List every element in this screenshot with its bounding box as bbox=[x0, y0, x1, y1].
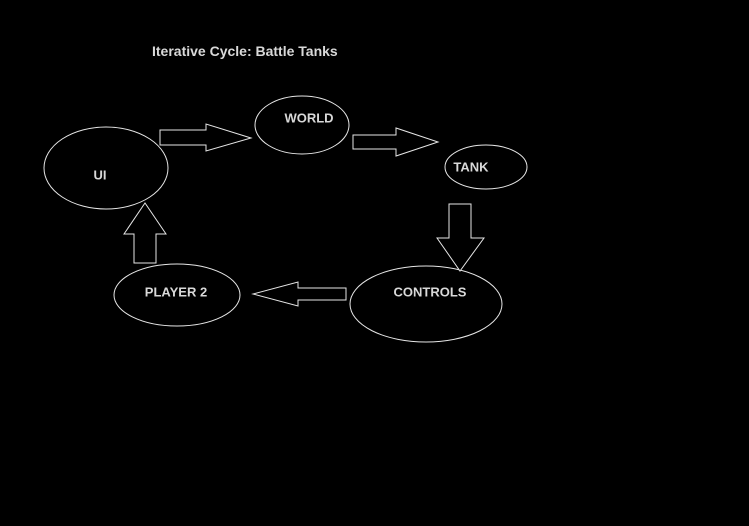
node-world-label: WORLD bbox=[284, 110, 334, 126]
node-tank-label: TANK bbox=[453, 159, 489, 175]
diagram-title: Iterative Cycle: Battle Tanks bbox=[152, 43, 338, 59]
arrow-controls-to-player2 bbox=[251, 281, 347, 307]
node-controls-ellipse bbox=[349, 265, 503, 343]
node-ui-label: UI bbox=[93, 167, 107, 183]
node-controls-label: CONTROLS bbox=[393, 284, 467, 300]
node-ui-ellipse bbox=[43, 126, 169, 210]
node-player2-label: PLAYER 2 bbox=[144, 284, 208, 300]
arrow-world-to-tank bbox=[352, 127, 440, 157]
node-world-ellipse bbox=[254, 95, 350, 155]
arrow-player2-to-ui bbox=[123, 202, 167, 264]
arrow-tank-to-controls bbox=[436, 203, 485, 272]
node-tank-ellipse bbox=[444, 144, 528, 190]
arrow-ui-to-world bbox=[159, 123, 253, 152]
node-player2-ellipse bbox=[113, 263, 241, 327]
